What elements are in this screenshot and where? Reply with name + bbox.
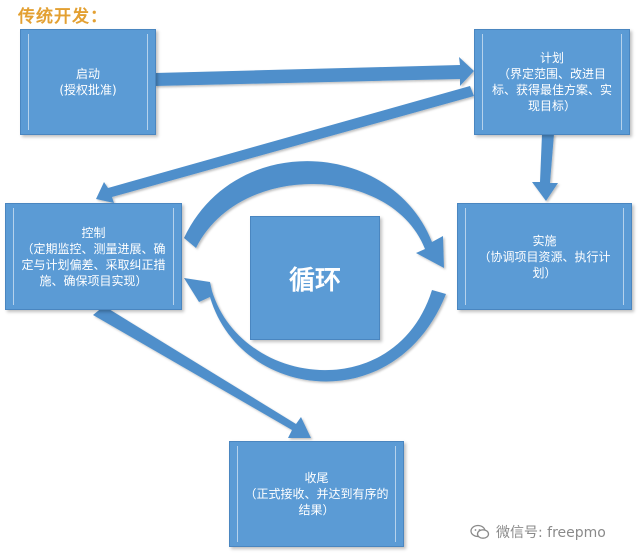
- node-closing-name: 收尾: [304, 471, 329, 485]
- arrow-planning-to-controlling: [96, 86, 474, 203]
- node-executing: 实施 （协调项目资源、执行计划）: [457, 203, 632, 310]
- node-initiating-name: 启动: [75, 67, 100, 81]
- node-executing-name: 实施: [532, 233, 557, 248]
- node-planning: 计划 （界定范围、改进目标、获得最佳方案、实现目标）: [474, 29, 630, 135]
- node-executing-desc: （协调项目资源、执行计划）: [478, 249, 611, 280]
- node-controlling: 控制 （定期监控、测量进展、确定与计划偏差、采取纠正措施、确保项目实现）: [5, 203, 182, 310]
- node-controlling-name: 控制: [81, 225, 106, 240]
- arrow-controlling-to-closing: [93, 306, 311, 438]
- node-planning-name: 计划: [539, 51, 564, 65]
- arrow-planning-to-executing: [532, 134, 558, 201]
- wechat-icon: [470, 524, 490, 539]
- node-initiating: 启动 (授权批准): [20, 29, 156, 135]
- node-initiating-desc: (授权批准): [59, 83, 117, 97]
- center-cycle-label: 循环: [250, 216, 380, 340]
- arrow-initiating-to-planning: [155, 57, 474, 86]
- node-controlling-desc: （定期监控、测量进展、确定与计划偏差、采取纠正措施、确保项目实现）: [21, 241, 166, 288]
- diagram-title: 传统开发：: [18, 7, 108, 27]
- arrow-loop-upper: [184, 161, 444, 268]
- node-closing: 收尾 （正式接收、并达到有序的结果）: [229, 441, 404, 547]
- arrow-loop-lower: [184, 278, 446, 382]
- node-planning-desc: （界定范围、改进目标、获得最佳方案、实现目标）: [491, 67, 612, 113]
- watermark-text: 微信号: freepmo: [496, 525, 606, 541]
- watermark: 微信号: freepmo: [470, 522, 606, 542]
- node-closing-desc: （正式接收、并达到有序的结果）: [244, 487, 389, 517]
